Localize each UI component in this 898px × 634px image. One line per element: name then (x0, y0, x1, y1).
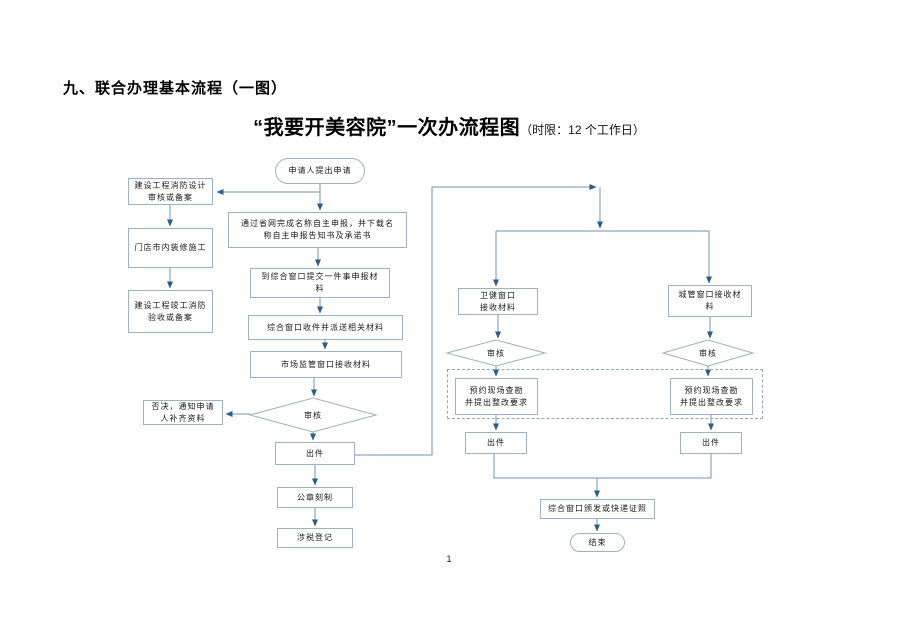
flow-node-tax: 涉税登记 (277, 528, 353, 548)
flow-node-submit-materials: 到综合窗口提交一件事申报材 料 (250, 268, 390, 298)
flow-node-fire-design: 建设工程消防设计 审核或备案 (128, 178, 213, 205)
flow-node-issue-1: 出件 (275, 442, 355, 465)
flow-node-survey-2: 预约现场查勘 并提出整改要求 (670, 378, 753, 415)
flow-node-start: 申请人提出申请 (275, 158, 365, 184)
flow-node-issue-2: 出件 (465, 432, 527, 454)
review-label-3: 审核 (699, 348, 717, 358)
flowchart-title: “我要开美容院”一次办流程图（时限：12 个工作日） (0, 111, 898, 140)
flow-node-license: 综合窗口颁发或快递证照 (540, 499, 655, 519)
review-label-2: 审核 (487, 348, 505, 358)
document-heading: 九、联合办理基本流程（一图） (63, 80, 288, 97)
flowchart-title-note: （时限：12 个工作日） (520, 123, 645, 137)
flow-node-survey-1: 预约现场查勘 并提出整改要求 (455, 378, 538, 415)
flowchart-title-main: “我要开美容院”一次办流程图 (253, 117, 521, 139)
page-number: 1 (446, 554, 452, 564)
flow-node-receive-dispatch: 综合窗口收件并派送相关材料 (248, 315, 403, 340)
onsite-survey-group-frame (447, 369, 763, 419)
flow-node-health-window: 卫健窗口 接收材料 (458, 288, 538, 315)
flow-node-reject: 否决，通知申请 人补齐资料 (143, 400, 223, 425)
flow-node-seal: 公章刻制 (277, 487, 353, 508)
flow-node-market-window: 市场监管窗口接收材料 (250, 351, 402, 378)
flow-node-name-declare: 通过省网完成名称自主申报，并下载名 称自主申报告知书及承诺书 (228, 212, 407, 248)
flow-node-fire-acceptance: 建设工程竣工消防 验收或备案 (128, 290, 213, 333)
flow-node-decoration: 门店市内装修施工 (128, 228, 213, 268)
review-label-1: 审核 (304, 410, 322, 420)
flow-node-issue-3: 出件 (680, 432, 742, 454)
flow-node-end: 结束 (570, 533, 625, 552)
flow-node-urban-window: 城管窗口接收材 料 (668, 285, 752, 317)
